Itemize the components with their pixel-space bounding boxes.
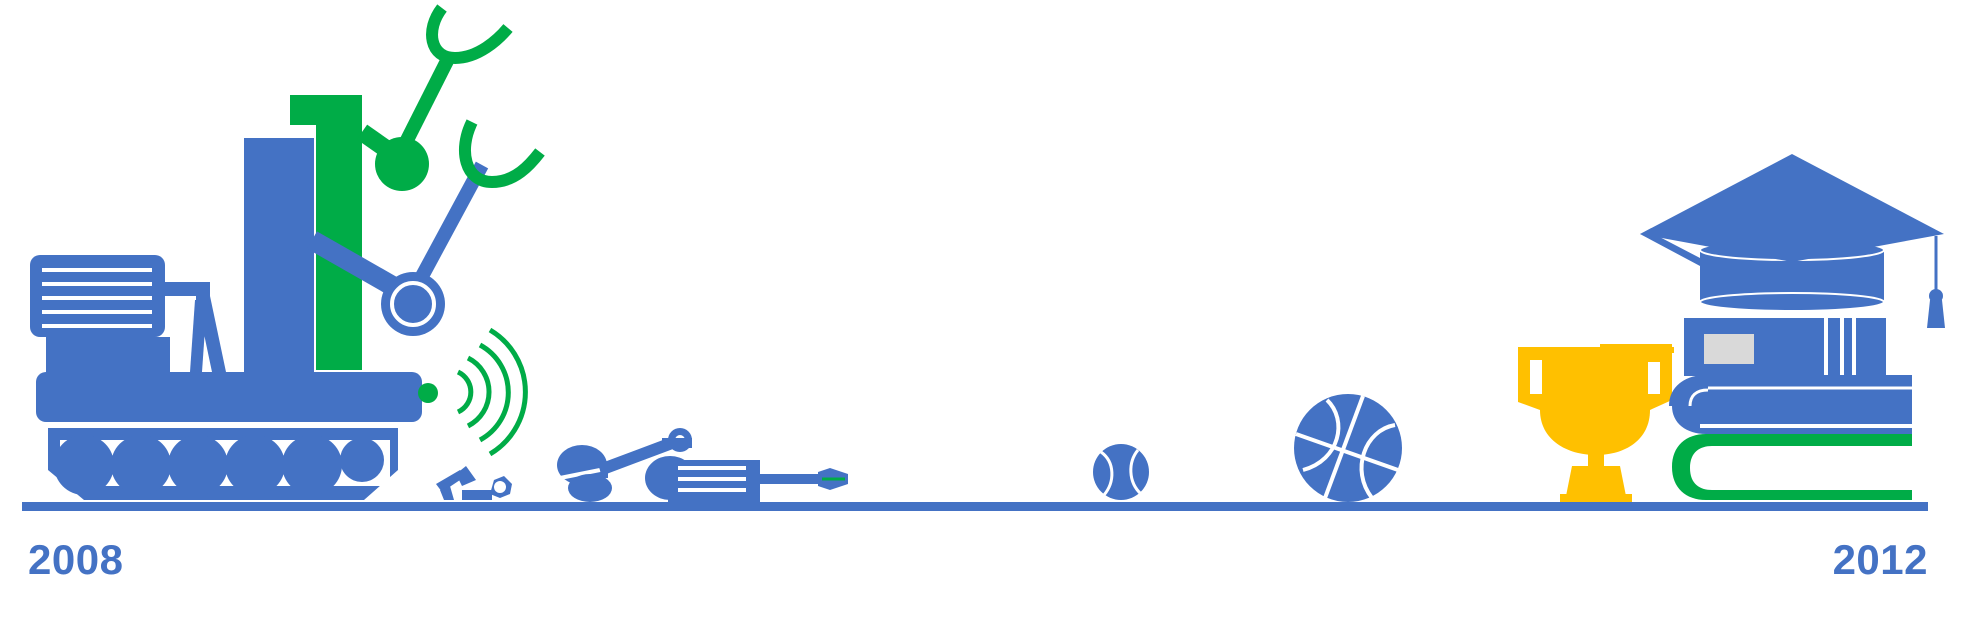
disassembled-robot-icon [557,428,848,502]
books-icon [1669,318,1912,500]
tools-icon [436,466,512,500]
graduation-cap-icon [1640,154,1945,328]
start-year-label: 2008 [28,536,124,583]
basketball-icon [1294,394,1402,502]
trophy-icon [1518,344,1674,502]
timeline-axis [22,502,1928,511]
signal-waves-icon [456,327,528,457]
end-year-label: 2012 [1832,536,1928,583]
robot-icon [30,4,545,500]
tennis-ball-icon [1093,444,1149,500]
